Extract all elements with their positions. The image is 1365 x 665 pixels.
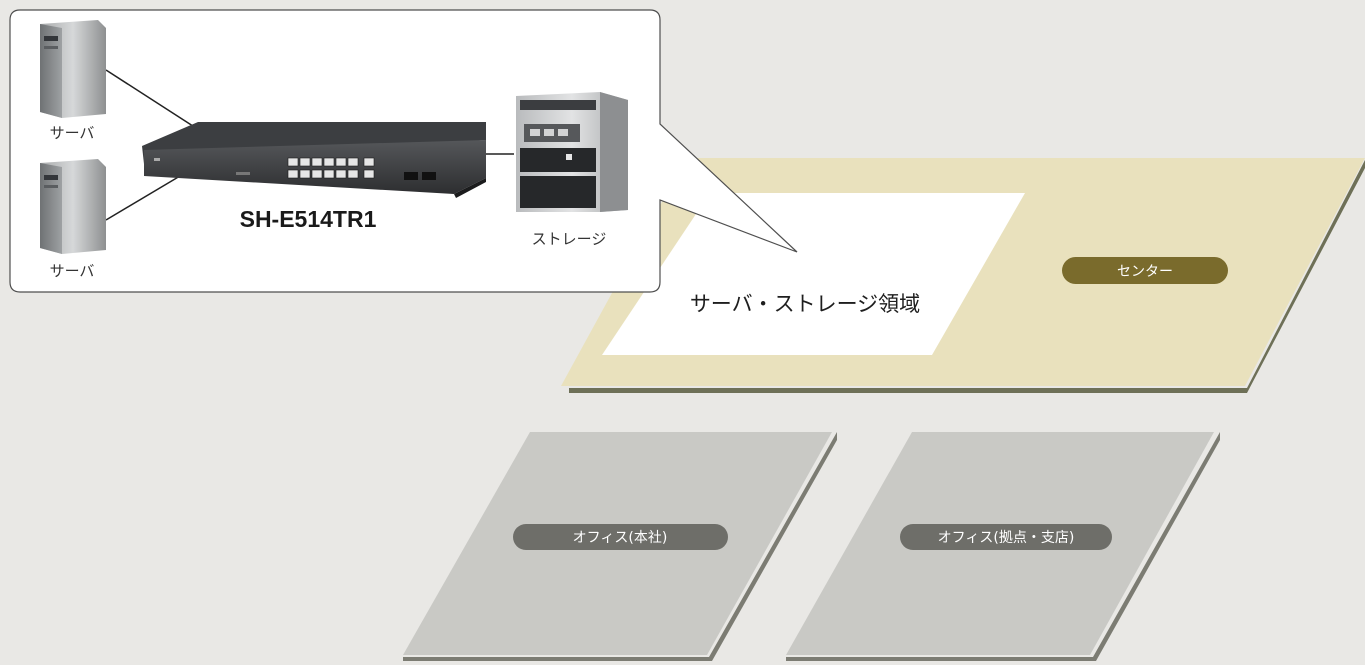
office-hq-badge xyxy=(513,524,728,550)
server-storage-zone-label: サーバ・ストレージ領域 xyxy=(690,292,920,316)
switch-model-label: SH-E514TR1 xyxy=(240,206,377,232)
center-badge-label: センター xyxy=(1117,264,1173,280)
server-top-label: サーバ xyxy=(50,124,95,142)
callout-box: サーバ サーバ xyxy=(9,9,798,293)
center-zone: サーバ・ストレージ領域 センター xyxy=(561,158,1365,393)
server-bottom-label: サーバ xyxy=(50,262,95,280)
server-storage-zone xyxy=(602,193,1025,355)
link-top-server xyxy=(105,69,197,129)
rack-storage-icon xyxy=(516,92,628,212)
network-switch-icon xyxy=(142,122,486,198)
tower-server-icon xyxy=(40,159,106,254)
office-branch-zone: オフィス(拠点・支店) xyxy=(786,432,1220,661)
office-hq-badge-label: オフィス(本社) xyxy=(573,530,668,546)
office-branch-badge-label: オフィス(拠点・支店) xyxy=(938,530,1075,546)
tower-server-icon xyxy=(40,20,106,118)
link-bottom-server xyxy=(105,175,181,221)
center-badge xyxy=(1062,257,1228,284)
storage-label: ストレージ xyxy=(532,230,607,248)
office-hq-zone: オフィス(本社) xyxy=(403,432,837,661)
office-branch-badge xyxy=(900,524,1112,550)
